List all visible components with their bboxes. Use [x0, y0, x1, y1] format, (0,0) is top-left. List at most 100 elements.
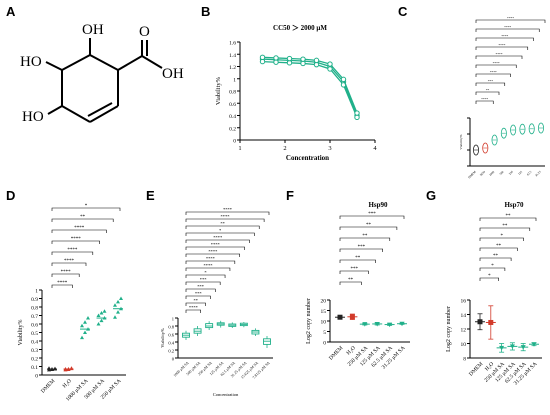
significance-bracket — [51, 273, 80, 277]
significance-label: ** — [493, 254, 499, 259]
significance-label: * — [501, 234, 504, 239]
y-tick-label: 0.8 — [168, 325, 174, 330]
significance-label: *** — [200, 277, 208, 282]
y-axis-label: Viability% — [215, 76, 222, 105]
y-tick-label: 0.1 — [31, 365, 38, 371]
x-category-label: 62.5 — [526, 170, 533, 177]
significance-label: **** — [64, 259, 75, 264]
significance-bracket — [339, 237, 391, 241]
y-tick-label: 0.4 — [31, 340, 38, 346]
x-axis-label: Concentration — [213, 392, 239, 397]
significance-label: * — [488, 274, 491, 279]
significance-bracket — [479, 247, 518, 251]
data-point — [116, 310, 120, 314]
significance-label: ** — [366, 223, 372, 228]
significance-label: **** — [57, 281, 68, 286]
y-tick-label: 14 — [461, 313, 467, 319]
y-tick-label: 1 — [172, 317, 174, 322]
significance-bracket — [475, 46, 529, 50]
violin — [510, 124, 517, 136]
violin — [491, 134, 498, 146]
chart-title: CC50 ＞ 2000 μM — [273, 24, 327, 32]
panel-label-b: B — [201, 4, 211, 19]
significance-label: **** — [208, 249, 218, 254]
data-point — [273, 59, 279, 65]
violin — [528, 123, 535, 135]
data-point — [313, 57, 320, 64]
x-category-label: H2O — [479, 169, 487, 177]
y-axis-label: Log2 copy number — [306, 298, 312, 344]
significance-bracket — [51, 284, 73, 288]
significance-label: **** — [501, 34, 508, 38]
data-point — [96, 322, 101, 326]
data-point — [286, 55, 293, 62]
significance-label: *** — [197, 284, 205, 289]
y-tick-label: 8 — [463, 357, 466, 363]
panel-label-g: G — [426, 188, 437, 203]
significance-bracket — [475, 82, 506, 86]
significance-bracket — [51, 218, 114, 222]
x-category-label: DMEM — [467, 170, 477, 180]
shikimic-acid-structure — [45, 38, 163, 123]
data-point — [83, 320, 87, 324]
violin — [482, 142, 489, 154]
x-category-label: DMEM — [40, 378, 56, 394]
significance-label: **** — [481, 97, 488, 101]
significance-bracket — [185, 260, 236, 264]
data-point — [354, 110, 360, 116]
significance-label: ** — [362, 234, 368, 239]
significance-bracket — [185, 218, 265, 222]
significance-label: **** — [203, 263, 213, 268]
bond — [89, 54, 119, 71]
violin — [538, 122, 545, 134]
significance-bracket — [479, 277, 499, 281]
bond — [61, 54, 91, 71]
data-point — [99, 318, 104, 323]
data-point — [273, 55, 279, 61]
data-point — [80, 323, 84, 328]
significance-label: **** — [504, 25, 511, 29]
y-tick-label: 5 — [323, 330, 326, 336]
x-category-label: 500 — [499, 170, 505, 176]
y-tick-label: 0.2 — [168, 349, 174, 354]
significance-bracket — [185, 288, 216, 292]
significance-bracket — [479, 237, 524, 241]
panel-label-d: D — [6, 188, 16, 203]
significance-label: ** — [496, 244, 502, 249]
y-tick-label: 0.9 — [31, 297, 38, 303]
y-tick-label: 0 — [35, 374, 38, 380]
data-point — [259, 54, 266, 61]
significance-label: **** — [490, 70, 497, 74]
significance-bracket — [475, 91, 500, 95]
data-point — [113, 315, 117, 319]
significance-bracket — [339, 259, 376, 263]
x-tick-label: 4 — [373, 145, 377, 152]
significance-bracket — [51, 251, 94, 255]
y-tick-label: 0 — [233, 139, 236, 145]
x-category-label: H₂O — [346, 345, 357, 356]
y-axis-label: Viability% — [160, 328, 165, 348]
ho-label: HO — [22, 109, 44, 125]
bond — [89, 105, 119, 123]
series-line — [262, 60, 358, 118]
data-point — [53, 366, 57, 371]
y-tick-label: 0.4 — [229, 114, 236, 120]
y-tick-label: 1.2 — [229, 65, 236, 71]
panel-label-a: A — [6, 4, 16, 19]
y-axis-label: Viability% — [18, 320, 24, 346]
significance-bracket — [185, 281, 221, 285]
significance-bracket — [479, 257, 512, 261]
significance-bracket — [475, 19, 546, 23]
data-point — [99, 310, 104, 315]
x-tick-label: 2 — [283, 145, 286, 152]
data-point — [354, 114, 360, 121]
significance-label: *** — [358, 245, 366, 250]
significance-label: ** — [220, 221, 225, 226]
y-tick-label: 0 — [172, 357, 175, 362]
significance-label: **** — [493, 61, 500, 65]
significance-bracket — [185, 253, 241, 257]
significance-bracket — [185, 302, 206, 306]
y-tick-label: 1.6 — [229, 41, 236, 47]
oh-label: OH — [82, 22, 104, 38]
data-point — [313, 61, 320, 68]
